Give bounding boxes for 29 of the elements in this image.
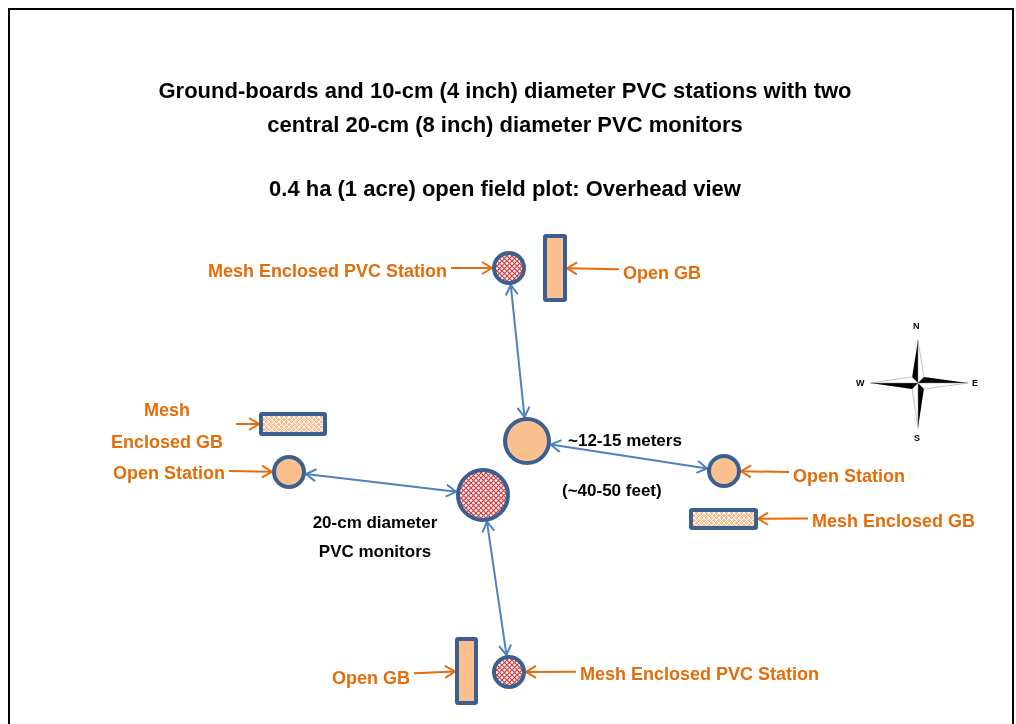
leader-arrow: [228, 464, 273, 479]
distance-arrow: [481, 520, 512, 657]
callout-label: Mesh Enclosed PVC Station: [207, 255, 447, 287]
subtitle: 0.4 ha (1 acre) open field plot: Overhead view: [268, 175, 742, 203]
title: Ground-boards and 10-cm (4 inch) diameter PVC stations with two central 20-cm (8 inch) diameter PVC monitors: [157, 77, 853, 139]
distance-arrow: [504, 283, 531, 419]
leader-arrow: [757, 511, 809, 526]
callout-label: Mesh Enclosed GB: [812, 505, 976, 537]
leader-arrow: [740, 464, 790, 479]
leader-arrow: [235, 417, 260, 431]
callout-label: Open Station: [113, 457, 225, 489]
callout-label: Open Station: [793, 460, 905, 492]
monitor-caption: 20-cm diameter PVC monitors: [311, 512, 439, 563]
compass-letter: N: [913, 320, 920, 333]
leader-arrow: [525, 664, 577, 679]
leader-arrow: [413, 664, 456, 679]
compass-letter: S: [914, 432, 920, 445]
compass-letter: W: [856, 377, 865, 390]
callout-label: Mesh Enclosed PVC Station: [580, 658, 820, 690]
distance-label: (~40-50 feet): [562, 480, 662, 502]
leader-arrow: [450, 261, 493, 275]
compass-letter: E: [972, 377, 978, 390]
callout-label: Open GB: [332, 662, 410, 694]
distance-label: ~12-15 meters: [568, 430, 682, 452]
callout-label: Open GB: [623, 257, 701, 289]
leader-arrow: [566, 261, 620, 276]
distance-arrow: [304, 468, 458, 498]
distance-arrow: [549, 439, 709, 474]
callout-label: Mesh Enclosed GB: [102, 394, 232, 458]
